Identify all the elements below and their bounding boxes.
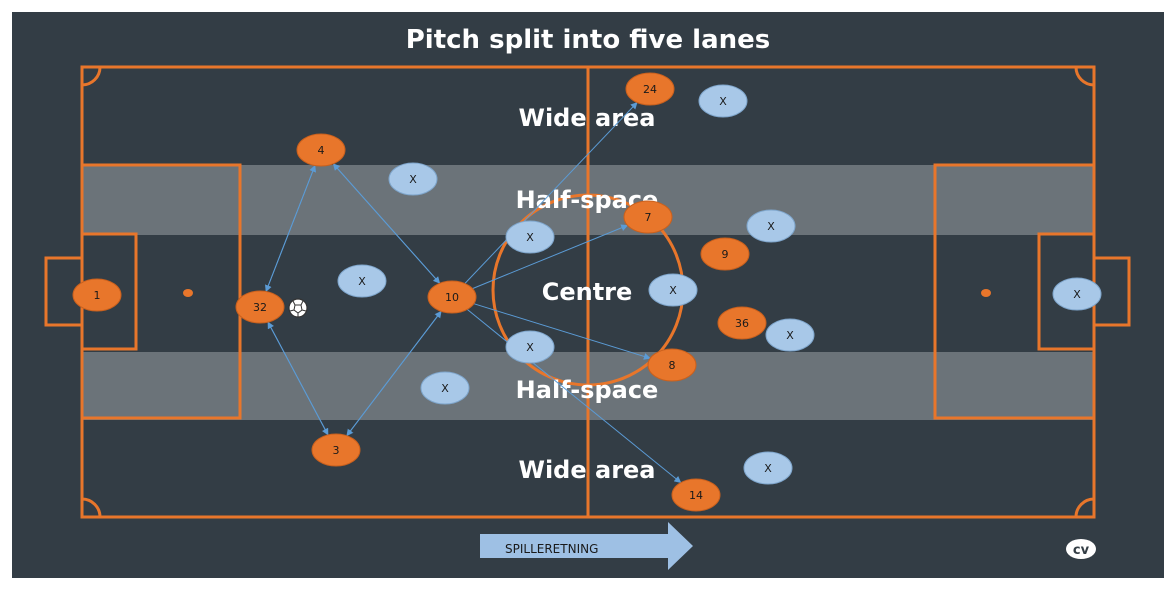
pass-arrow-p10-to-p7 xyxy=(472,224,629,290)
player-number: 4 xyxy=(318,144,325,157)
opponent-label: X xyxy=(1073,288,1081,301)
player-number: 32 xyxy=(253,301,267,314)
opponent-label: X xyxy=(358,275,366,288)
pass-arrow-p10-to-p14 xyxy=(466,309,682,484)
pass-arrow-p10-to-p24 xyxy=(464,101,638,284)
player-number: 36 xyxy=(735,317,749,330)
opponent-label: X xyxy=(526,341,534,354)
opponent-player: X xyxy=(743,451,793,485)
pass-arrow-p3-to-p32 xyxy=(267,321,329,436)
player-number: 8 xyxy=(669,359,676,372)
opponent-label: X xyxy=(764,462,772,475)
corner-arc-bottom-left xyxy=(81,497,102,518)
team-player-24: 24 xyxy=(625,72,675,106)
opponent-player: X xyxy=(765,318,815,352)
corner-arc-bottom-right xyxy=(1074,497,1095,518)
team-player-32: 32 xyxy=(235,290,285,324)
opponent-label: X xyxy=(526,231,534,244)
pass-arrow-p10-to-p4 xyxy=(332,163,441,284)
team-player-8: 8 xyxy=(647,348,697,382)
team-player-10: 10 xyxy=(427,280,477,314)
lane-label-centre: Centre xyxy=(542,278,633,306)
opponent-player: X xyxy=(746,209,796,243)
pass-arrow-p10-to-p3 xyxy=(346,310,442,437)
opponent-label: X xyxy=(767,220,775,233)
opponent-label: X xyxy=(669,284,677,297)
team-player-7: 7 xyxy=(623,200,673,234)
player-number: 3 xyxy=(333,444,340,457)
lane-label-half-space-bottom: Half-space xyxy=(516,376,659,404)
player-number: 9 xyxy=(722,248,729,261)
opponent-player: X xyxy=(337,264,387,298)
team-player-1: 1 xyxy=(72,278,122,312)
opponent-player: X xyxy=(505,330,555,364)
opponent-players: X X X X X X X X X X X xyxy=(337,84,1102,485)
opponent-player: X xyxy=(648,273,698,307)
left-penalty-spot xyxy=(183,289,193,297)
cv-logo-text: cv xyxy=(1073,543,1090,558)
play-direction-arrow: SPILLERETNING xyxy=(480,522,693,570)
play-direction-label: SPILLERETNING xyxy=(505,542,598,556)
corner-arc-top-right xyxy=(1074,66,1095,87)
team-player-4: 4 xyxy=(296,133,346,167)
pass-arrow-p10-to-p8 xyxy=(473,303,651,360)
opponent-player: X xyxy=(505,220,555,254)
opponent-player: X xyxy=(388,162,438,196)
diagram-title: Pitch split into five lanes xyxy=(406,25,771,55)
pass-arrows xyxy=(265,101,682,484)
opponent-label: X xyxy=(719,95,727,108)
right-penalty-spot xyxy=(981,289,991,297)
player-number: 1 xyxy=(94,289,101,302)
team-players: 1 32 4 3 10 24 7 9 36 8 14 xyxy=(72,72,767,512)
football-icon xyxy=(288,298,308,318)
opponent-player: X xyxy=(1052,277,1102,311)
team-player-9: 9 xyxy=(700,237,750,271)
player-number: 7 xyxy=(645,211,652,224)
opponent-label: X xyxy=(441,382,449,395)
team-player-14: 14 xyxy=(671,478,721,512)
player-number: 14 xyxy=(689,489,703,502)
opponent-player: X xyxy=(698,84,748,118)
player-number: 10 xyxy=(445,291,459,304)
pass-arrow-p4-to-p32 xyxy=(265,165,316,293)
lane-label-wide-top: Wide area xyxy=(518,104,655,132)
corner-arc-top-left xyxy=(81,66,102,87)
opponent-label: X xyxy=(409,173,417,186)
player-number: 24 xyxy=(643,83,657,96)
lane-label-wide-bottom: Wide area xyxy=(518,456,655,484)
opponent-label: X xyxy=(786,329,794,342)
team-player-3: 3 xyxy=(311,433,361,467)
team-player-36: 36 xyxy=(717,306,767,340)
cv-logo: cv xyxy=(1066,539,1096,559)
opponent-player: X xyxy=(420,371,470,405)
